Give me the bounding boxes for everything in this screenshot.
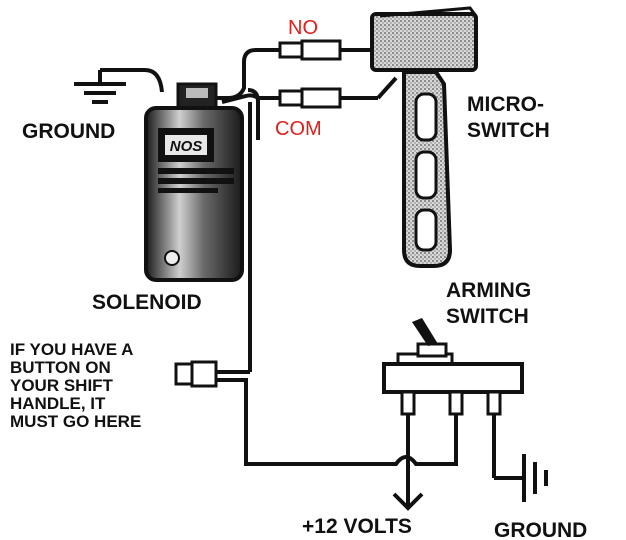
arming-switch (382, 318, 524, 416)
wires-upper (216, 48, 282, 140)
ground-top-label: GROUND (22, 120, 115, 143)
note-line-3: YOUR SHIFT (10, 376, 114, 395)
solenoid-label: SOLENOID (92, 291, 202, 314)
no-connector (278, 39, 378, 61)
solenoid-logo: NOS (170, 138, 203, 155)
arming-switch-label-line1: ARMING (446, 279, 531, 302)
note-line-5: MUST GO HERE (10, 412, 141, 431)
shift-button-connector (174, 360, 218, 388)
micro-switch-label-line1: MICRO- (467, 93, 544, 116)
note-line-4: HANDLE, IT (10, 394, 106, 413)
plus12-label: +12 VOLTS (302, 515, 412, 538)
wire-ground-to-solenoid (144, 68, 164, 93)
wires-lower (216, 102, 524, 506)
com-terminal-label: COM (275, 118, 322, 140)
note-line-1: IF YOU HAVE A (10, 340, 133, 359)
ground-symbol-bottom (522, 454, 548, 502)
com-connector (278, 76, 398, 109)
micro-switch-label-line2: SWITCH (467, 119, 550, 142)
plus12-arrow (392, 492, 424, 511)
note-line-2: BUTTON ON (10, 358, 111, 377)
solenoid: NOS (144, 82, 244, 282)
ground-bottom-label: GROUND (494, 519, 587, 540)
micro-switch (370, 6, 478, 268)
no-terminal-label: NO (288, 17, 318, 39)
ground-symbol-top (74, 68, 145, 104)
arming-switch-label-line2: SWITCH (446, 305, 529, 328)
